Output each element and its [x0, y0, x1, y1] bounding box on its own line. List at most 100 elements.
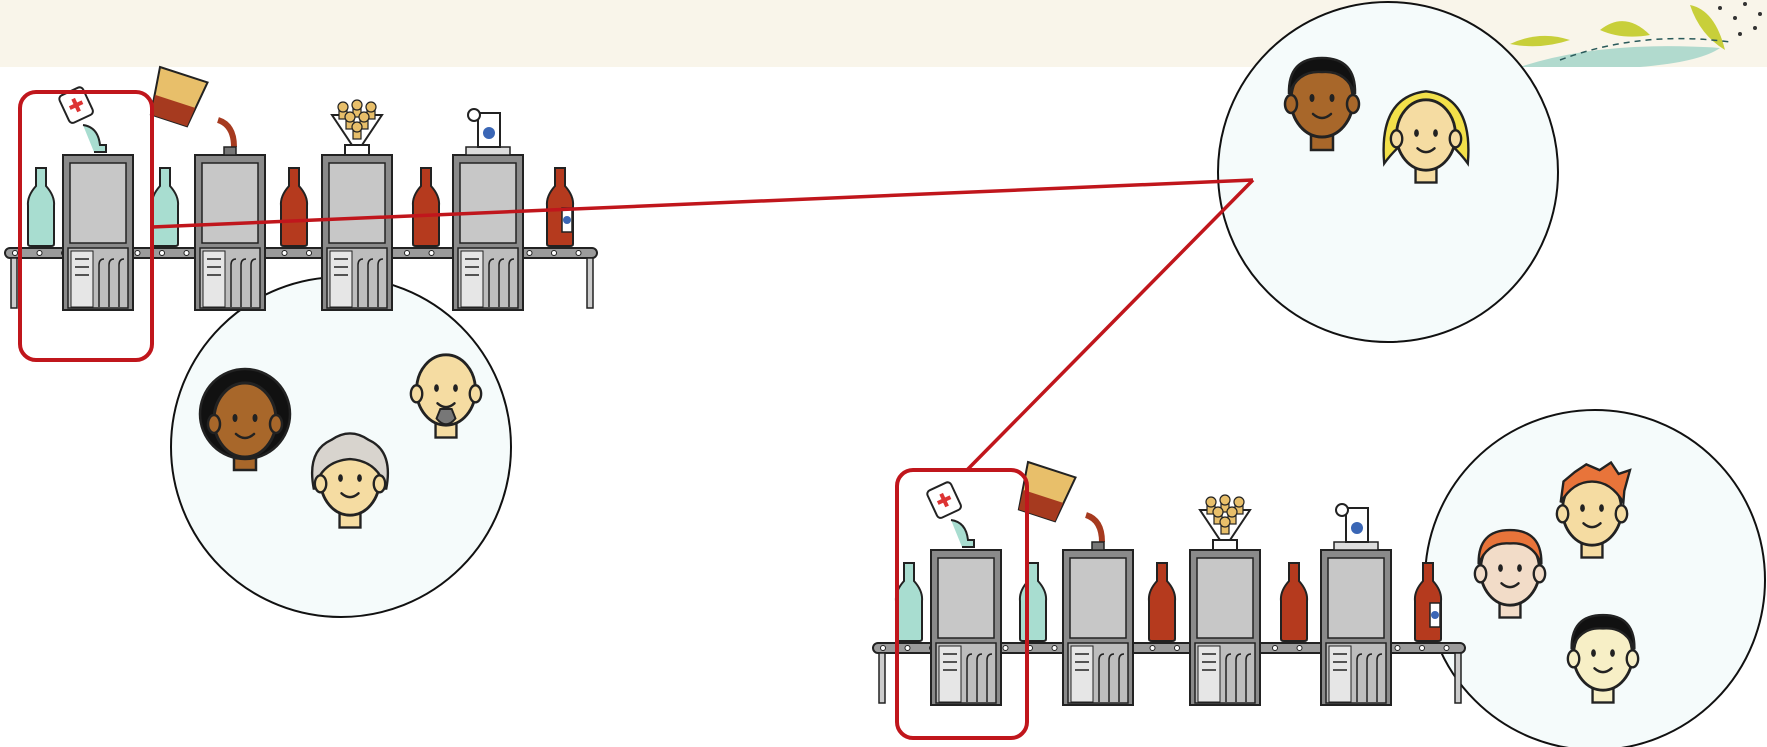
machine-door [202, 250, 226, 308]
cork-top [351, 99, 363, 111]
conveyor-roller [1174, 645, 1180, 651]
eye [232, 414, 238, 422]
conveyor-roller [183, 250, 190, 256]
wine-bottle-icon [545, 167, 575, 247]
conveyor-leg [586, 257, 594, 309]
bottle-body [26, 167, 56, 247]
pipe [488, 258, 495, 307]
cork-top [358, 111, 370, 123]
conveyor-roller [1272, 645, 1278, 651]
label-platform [465, 146, 511, 156]
machine-screen [937, 557, 995, 639]
production-line-bottom [872, 460, 1466, 706]
machine-sanitize [58, 86, 134, 311]
eye [252, 414, 258, 422]
bottle-body [1279, 562, 1309, 642]
ear [409, 384, 424, 404]
conveyor-roller [12, 250, 18, 256]
link-line-bottom [965, 178, 1255, 472]
ear [1448, 129, 1463, 149]
mouth [1593, 667, 1613, 674]
machine-door [329, 250, 353, 308]
sanitizer-spout [82, 124, 107, 153]
highlight-box-bottom [895, 468, 1029, 740]
conveyor-roller [281, 250, 288, 256]
banner-speck [1738, 32, 1742, 36]
ear [1532, 564, 1547, 584]
team-left [170, 276, 512, 618]
hair [1570, 613, 1636, 650]
ear [1555, 504, 1570, 524]
bottle-body [1018, 562, 1048, 642]
cork-top [365, 101, 377, 113]
bottle-body [411, 167, 441, 247]
machine-label [452, 108, 524, 311]
eye [338, 474, 343, 482]
machine-door [1197, 645, 1221, 703]
machine-fill [1017, 460, 1134, 706]
dark-skinned-man-avatar [1283, 56, 1361, 152]
machine-sanitize [926, 481, 1002, 706]
conveyor-leg [878, 652, 886, 704]
highlight-box-top [18, 90, 154, 362]
bottle-body [545, 167, 575, 247]
pipe [1108, 653, 1115, 702]
face [1395, 98, 1457, 172]
leaf-green [1600, 21, 1650, 37]
conveyor-roller [1419, 645, 1425, 651]
pipe [357, 258, 364, 307]
pipe [377, 258, 384, 307]
banner-speck [1718, 6, 1722, 10]
ear [1473, 564, 1488, 584]
machine-door [1070, 645, 1094, 703]
pipe [1235, 653, 1242, 702]
hair [1477, 528, 1543, 565]
conveyor-roller [134, 250, 141, 256]
pipe [1366, 653, 1373, 702]
eye [1329, 94, 1335, 102]
label-roll-icon [465, 108, 511, 156]
machine-door [1328, 645, 1352, 703]
ear [1625, 649, 1640, 669]
pipe [986, 653, 993, 702]
wine-bottle-icon [894, 562, 924, 642]
bottle-body [279, 167, 309, 247]
pipe [230, 258, 237, 307]
ear [1345, 93, 1361, 115]
link-line-top [151, 178, 1254, 229]
wine-stream [1084, 512, 1105, 543]
hair [1287, 56, 1357, 95]
banner-speck [1758, 12, 1762, 16]
conveyor-roller [1002, 645, 1009, 651]
conveyor-roller [428, 250, 435, 256]
production-line-top [4, 65, 598, 311]
machine-door [938, 645, 962, 703]
machine-screen [1069, 557, 1127, 639]
eye [434, 384, 439, 392]
beard [435, 408, 457, 426]
cork-top [1212, 506, 1224, 518]
leaf-green [1690, 5, 1725, 50]
conveyor-roller [1296, 645, 1303, 651]
pipe [1376, 653, 1383, 702]
cork-top [351, 121, 363, 133]
machine-screen [1327, 557, 1385, 639]
pipe [1098, 653, 1105, 702]
cork-bowl-icon [330, 99, 384, 156]
wine-bottle-icon [1279, 562, 1309, 642]
pipe [1245, 653, 1252, 702]
conveyor-belt [872, 642, 1466, 654]
sanitizer-spout [950, 519, 975, 548]
conveyor-roller [526, 250, 533, 256]
face [212, 381, 278, 459]
conveyor-roller [1051, 645, 1058, 651]
pipe [976, 653, 983, 702]
conveyor-roller [904, 645, 911, 651]
sanitizer-bottle-icon [58, 86, 94, 124]
conveyor-roller [1149, 645, 1156, 651]
eye [357, 474, 362, 482]
conveyor-roller [1394, 645, 1401, 651]
bottle-body [894, 562, 924, 642]
